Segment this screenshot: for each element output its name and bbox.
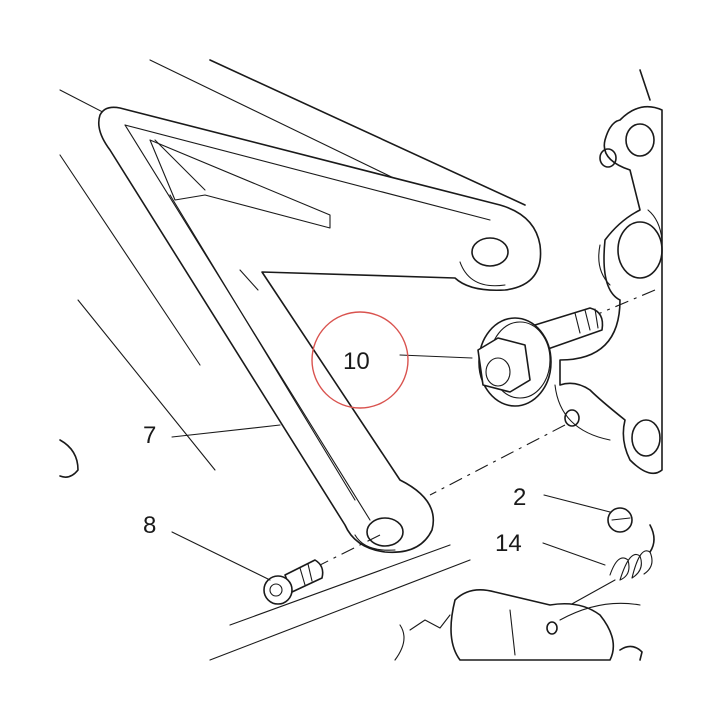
retaining-clip xyxy=(607,507,633,533)
highlight-circle xyxy=(311,311,409,409)
axis-lines xyxy=(299,289,656,576)
hanger-bolt xyxy=(263,559,324,605)
left-fragment xyxy=(59,439,79,478)
callout-8: 8 xyxy=(143,512,156,539)
callout-7: 7 xyxy=(143,422,156,449)
callout-10: 10 xyxy=(343,348,370,375)
callout-2: 2 xyxy=(513,484,526,511)
leader-lines xyxy=(171,354,611,581)
callout-14: 14 xyxy=(495,530,522,557)
linkage-assembly xyxy=(394,589,643,661)
hanger-bracket xyxy=(97,106,542,554)
engine-casing xyxy=(554,69,663,475)
shouldered-bolt xyxy=(477,307,604,407)
